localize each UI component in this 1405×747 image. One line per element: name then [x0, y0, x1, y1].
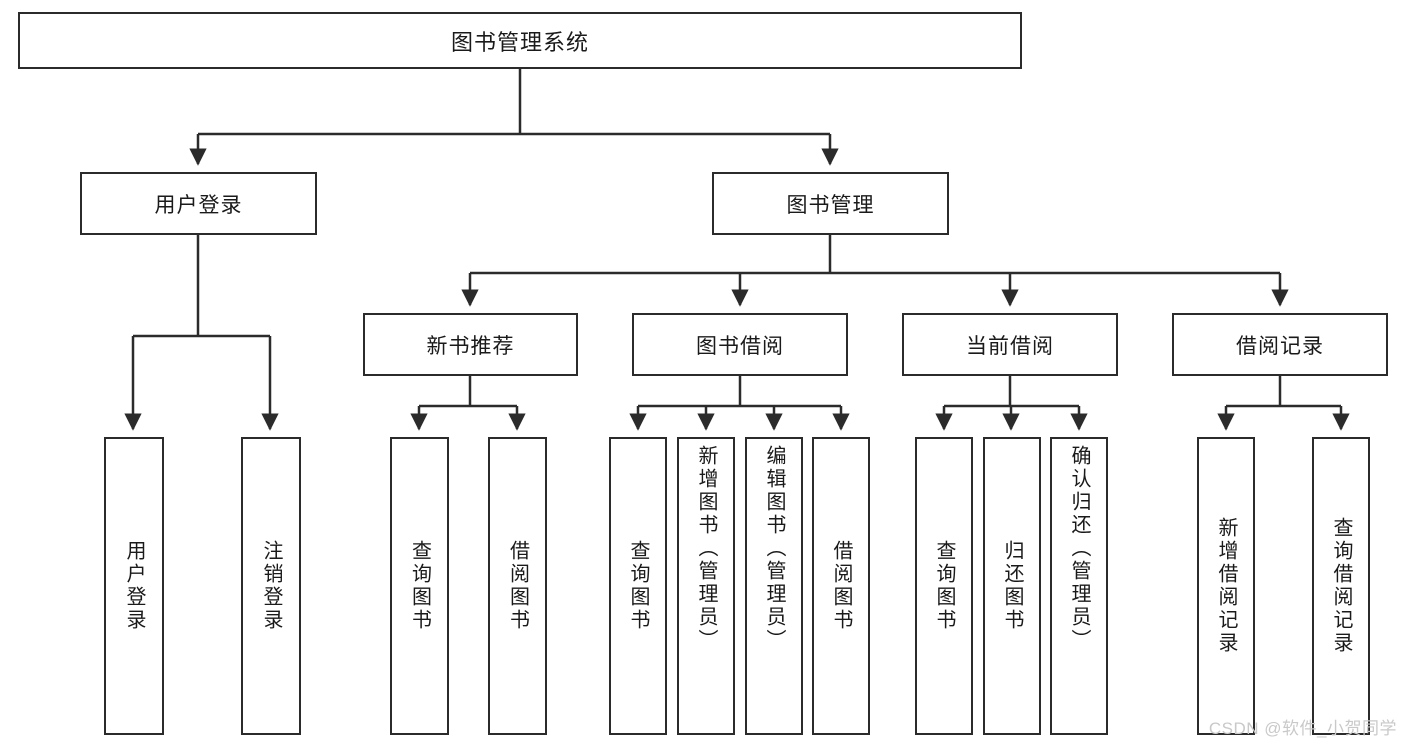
leaf-current-confirm-return-admin[interactable]: 确认归还（管理员）	[1050, 437, 1108, 735]
node-label: 新增借阅记录	[1215, 517, 1237, 655]
csdn-watermark: CSDN @软件_小贺同学	[1208, 719, 1397, 738]
leaf-recommend-query-book[interactable]: 查询图书	[390, 437, 449, 735]
leaf-borrow-borrow-book[interactable]: 借阅图书	[812, 437, 870, 735]
node-book-borrow[interactable]: 图书借阅	[632, 313, 848, 376]
leaf-record-query-record[interactable]: 查询借阅记录	[1312, 437, 1370, 735]
node-label: 注销登录	[260, 540, 282, 632]
leaf-record-add-record[interactable]: 新增借阅记录	[1197, 437, 1255, 735]
node-label: 编辑图书（管理员）	[763, 445, 785, 652]
node-label: 借阅图书	[506, 540, 529, 632]
node-label: 查询借阅记录	[1330, 517, 1352, 655]
node-label: 归还图书	[1001, 540, 1023, 632]
node-label: 图书借阅	[696, 334, 784, 358]
node-borrow-record[interactable]: 借阅记录	[1172, 313, 1388, 376]
node-label: 新增图书（管理员）	[695, 445, 717, 652]
leaf-recommend-borrow-book[interactable]: 借阅图书	[488, 437, 547, 735]
node-label: 图书管理	[786, 193, 875, 217]
leaf-borrow-query-book[interactable]: 查询图书	[609, 437, 667, 735]
leaf-current-return-book[interactable]: 归还图书	[983, 437, 1041, 735]
leaf-borrow-edit-book-admin[interactable]: 编辑图书（管理员）	[745, 437, 803, 735]
node-label: 查询图书	[933, 540, 955, 632]
leaf-borrow-add-book-admin[interactable]: 新增图书（管理员）	[677, 437, 735, 735]
node-label: 查询图书	[408, 540, 431, 632]
node-label: 查询图书	[627, 540, 649, 632]
node-label: 用户登录	[123, 540, 145, 632]
node-root-book-management-system[interactable]: 图书管理系统	[18, 12, 1022, 69]
leaf-user-login-login[interactable]: 用户登录	[104, 437, 164, 735]
node-label: 借阅图书	[830, 540, 852, 632]
node-label: 图书管理系统	[450, 29, 589, 55]
node-label: 借阅记录	[1236, 334, 1324, 358]
node-label: 确认归还（管理员）	[1068, 445, 1090, 652]
node-current-borrow[interactable]: 当前借阅	[902, 313, 1118, 376]
node-label: 用户登录	[154, 193, 243, 217]
node-book-management[interactable]: 图书管理	[712, 172, 949, 235]
node-label: 新书推荐	[426, 334, 515, 358]
leaf-user-login-logout[interactable]: 注销登录	[241, 437, 301, 735]
node-user-login[interactable]: 用户登录	[80, 172, 317, 235]
leaf-current-query-book[interactable]: 查询图书	[915, 437, 973, 735]
node-new-book-recommend[interactable]: 新书推荐	[363, 313, 578, 376]
node-label: 当前借阅	[966, 334, 1054, 358]
